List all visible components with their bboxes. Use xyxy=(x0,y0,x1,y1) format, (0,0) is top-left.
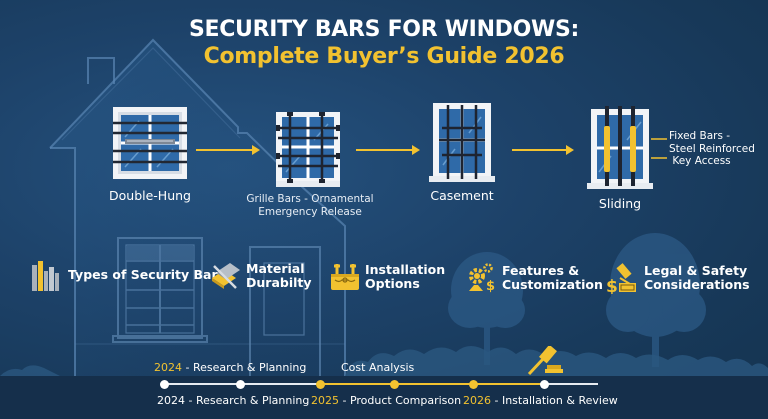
gavel-money-icon: $ xyxy=(606,263,636,294)
timeline-text: - Product Comparison xyxy=(339,394,462,407)
timeline-top-label: 2024 - Research & Planning xyxy=(154,361,306,374)
timeline-dot[interactable] xyxy=(160,380,169,389)
feature-label-line1: Material xyxy=(246,261,305,276)
casement-window-icon xyxy=(429,103,495,182)
material-sheets-icon xyxy=(212,263,240,289)
timeline-top-label: Cost Analysis xyxy=(341,361,414,374)
timeline-dot[interactable] xyxy=(469,380,478,389)
svg-text:$: $ xyxy=(606,277,618,294)
window-type-label: Grille Bars - Ornamental Emergency Relea… xyxy=(230,193,390,219)
timeline-bottom-label: 2026 - Installation & Review xyxy=(463,394,618,407)
feature-label: Types of Security Bars xyxy=(68,268,225,282)
feature-label-line1: Installation xyxy=(365,262,446,277)
window-type-label: Sliding xyxy=(598,196,642,211)
double-hung-window-icon xyxy=(113,107,187,179)
feature-features-customization[interactable]: $ Features & Customization xyxy=(466,263,603,293)
timeline-dot[interactable] xyxy=(390,380,399,389)
timeline-bottom-label: 2025 - Product Comparison xyxy=(311,394,461,407)
sliding-window-icon xyxy=(587,106,653,189)
timeline-dot[interactable] xyxy=(236,380,245,389)
grille-bars-window-icon xyxy=(276,112,340,187)
feature-legal-safety[interactable]: $ Legal & Safety Considerations xyxy=(606,262,750,294)
feature-types-of-security-bars[interactable]: Types of Security Bars xyxy=(32,259,225,291)
timeline-segment xyxy=(320,383,544,385)
timeline-year: 2025 xyxy=(311,394,339,407)
feature-label-line2: Options xyxy=(365,276,420,291)
timeline-dot[interactable] xyxy=(316,380,325,389)
timeline-year: 2024 xyxy=(154,361,182,374)
page-title: SECURITY BARS FOR WINDOWS: Complete Buye… xyxy=(0,16,768,70)
fixed-bars-callout: Fixed Bars - Steel Reinforced Key Access xyxy=(669,130,755,167)
feature-label-line1: Types of Security Bars xyxy=(68,267,226,282)
timeline-bottom-label: 2024 - Research & Planning xyxy=(157,394,309,407)
gavel-icon xyxy=(527,346,563,376)
title-line-1: SECURITY BARS FOR WINDOWS: xyxy=(188,17,580,42)
timeline-text: - Research & Planning xyxy=(185,394,310,407)
feature-material-durability[interactable]: Material Durabilty xyxy=(210,262,312,290)
gears-dollar-icon: $ xyxy=(469,263,495,293)
callout-leader-lines xyxy=(651,138,667,159)
timeline-year: 2026 xyxy=(463,394,491,407)
feature-label: Installation Options xyxy=(365,263,445,291)
timeline-dot[interactable] xyxy=(540,380,549,389)
feature-label-line1: Legal & Safety xyxy=(644,263,748,278)
timeline-text: - Installation & Review xyxy=(491,394,618,407)
feature-label-line2: Considerations xyxy=(644,277,750,292)
title-line-2: Complete Buyer’s Guide 2026 xyxy=(203,44,565,69)
timeline-year: 2024 xyxy=(157,394,185,407)
toolbox-icon xyxy=(331,264,359,290)
svg-text:$: $ xyxy=(486,279,495,293)
feature-label-line1: Features & xyxy=(502,263,580,278)
window-type-label: Casement xyxy=(430,188,494,203)
feature-label-line2: Customization xyxy=(502,277,603,292)
timeline-text: - Research & Planning xyxy=(182,361,307,374)
label-line-1: Grille Bars - Ornamental xyxy=(246,193,374,205)
feature-label: Legal & Safety Considerations xyxy=(644,264,750,292)
timeline-segment xyxy=(544,383,598,385)
label-line-2: Emergency Release xyxy=(258,206,362,218)
feature-label: Material Durabilty xyxy=(246,262,312,290)
timeline-text: Cost Analysis xyxy=(341,361,415,374)
feature-label-line2: Durabilty xyxy=(246,275,312,290)
window-type-label: Double-Hung xyxy=(109,188,191,203)
feature-label: Features & Customization xyxy=(502,264,603,292)
bar-chart-icon xyxy=(32,261,59,291)
feature-installation-options[interactable]: Installation Options xyxy=(331,263,445,291)
